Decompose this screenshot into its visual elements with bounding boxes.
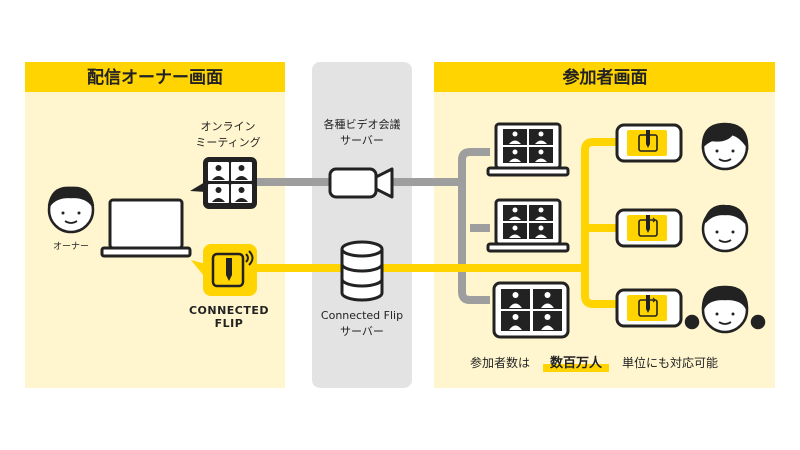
database-server-icon [340, 240, 384, 302]
participant-face-3-icon [684, 285, 766, 334]
participant-laptop-1-icon [486, 122, 570, 177]
participant-tablet-icon [492, 281, 570, 339]
participant-face-1-icon [701, 122, 749, 171]
note-highlight-underline [543, 364, 609, 372]
right-panel-header [434, 62, 775, 92]
connected-flip-bubble-icon [191, 244, 257, 296]
left-panel-title: 配信オーナー画面 [87, 67, 223, 88]
online-meeting-bubble-icon [190, 157, 257, 209]
flip-server-label-2: サーバー [340, 325, 384, 338]
yellow-flip-connections [254, 138, 620, 308]
server-column [312, 62, 412, 388]
right-panel-title: 参加者画面 [563, 67, 648, 88]
participant-phone-2-icon [615, 208, 683, 248]
video-server-label-2: サーバー [340, 134, 384, 147]
participant-face-2-icon [701, 204, 749, 253]
owner-label: オーナー [53, 241, 89, 252]
note-suffix: 単位にも対応可能 [622, 355, 718, 370]
online-meeting-label-2: ミーティング [195, 135, 260, 149]
brand-line-1: CONNECTED [189, 304, 269, 317]
online-meeting-label-1: オンライン [201, 120, 256, 133]
participant-phone-1-icon [615, 123, 683, 163]
participant-phone-3-icon [615, 288, 683, 328]
note-prefix: 参加者数は [470, 355, 530, 370]
note-highlight: 数百万人 [550, 355, 603, 371]
brand-line-2: FLIP [215, 317, 244, 330]
video-camera-icon [328, 167, 394, 199]
left-panel-header [25, 62, 285, 92]
owner-face-icon [47, 186, 95, 234]
participant-laptop-2-icon [486, 198, 570, 253]
video-server-label-1: 各種ビデオ会議 [324, 117, 401, 131]
owner-laptop-icon [100, 198, 192, 258]
flip-server-label-1: Connected Flip [321, 309, 403, 322]
